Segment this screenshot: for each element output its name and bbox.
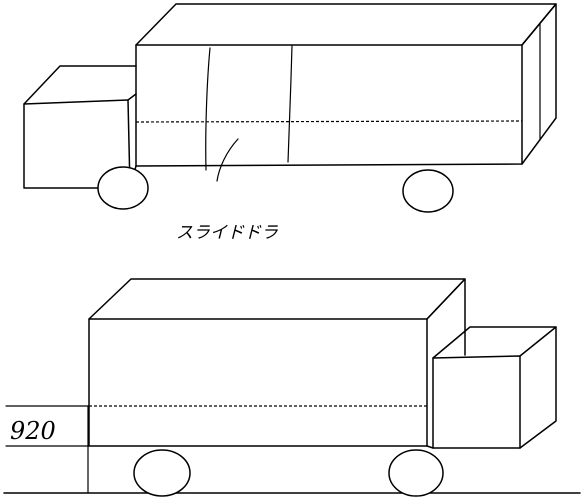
bottom-truck-rear-wheel: [133, 449, 191, 497]
top-truck-slide-door: [205, 45, 293, 171]
top-truck-front-wheel: [97, 166, 149, 210]
top-truck: スライドドラ: [23, 3, 557, 243]
bottom-truck-cargo-box: [88, 278, 466, 447]
bottom-truck-cab: [426, 326, 557, 449]
height-dimension: 920: [5, 405, 90, 494]
top-truck-callout-leader: [216, 138, 239, 182]
dimension-label: 920: [10, 417, 56, 445]
top-truck-dashed-line: [135, 120, 523, 123]
bottom-truck: 920: [3, 278, 581, 497]
slide-door-label: スライドドラ: [176, 223, 278, 243]
top-truck-rear-wheel: [402, 169, 454, 213]
bottom-truck-front-wheel: [388, 449, 444, 497]
top-truck-cargo-box: [135, 3, 557, 167]
